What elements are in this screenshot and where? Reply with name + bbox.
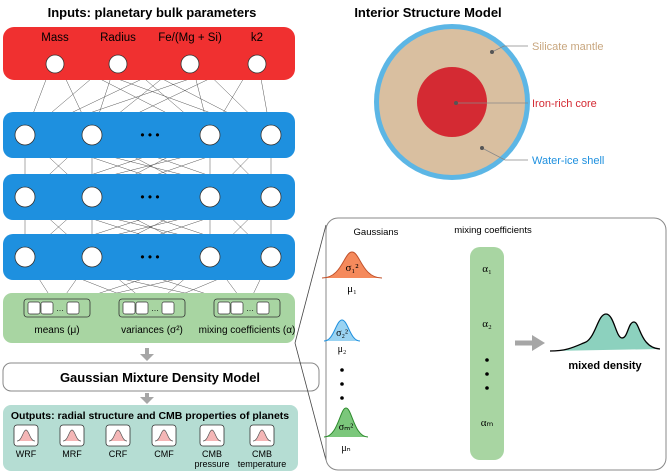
output-label: CMF: [154, 449, 174, 459]
svg-text:…: …: [246, 304, 254, 313]
mixing-coefficients-label: mixing coefficients: [454, 225, 532, 236]
hidden-node: [14, 124, 36, 146]
output-label: temperature: [238, 459, 287, 469]
param-group-label: variances (σ²): [121, 325, 183, 336]
param-group-box: [213, 298, 281, 318]
input-node: [45, 54, 65, 74]
down-arrow-2: [140, 397, 154, 404]
hidden-node: [14, 186, 36, 208]
label-silicate-mantle: Silicate mantle: [532, 41, 604, 53]
gaussian-1-sigma: σ₁²: [345, 262, 359, 274]
hidden-node: [260, 186, 282, 208]
gaussian-2-sigma: σ₂²: [336, 328, 348, 339]
svg-text:…: …: [56, 304, 64, 313]
output-label: CRF: [109, 449, 128, 459]
output-label: pressure: [194, 459, 229, 469]
hidden-layer-1: [3, 112, 295, 158]
hidden-node: [81, 186, 103, 208]
outputs-title: Outputs: radial structure and CMB proper…: [11, 410, 289, 422]
alpha-m: αₘ: [481, 417, 494, 429]
alpha-2: α₂: [482, 318, 492, 330]
hidden-node: [14, 246, 36, 268]
outputs-bar: [3, 405, 298, 471]
input-param-label: Fe/(Mg + Si): [158, 32, 222, 44]
param-group-label: means (μ): [34, 325, 79, 336]
label-iron-rich-core: Iron-rich core: [532, 98, 597, 110]
gaussian-2-mu: μ₂: [338, 344, 347, 355]
output-label: CMB: [252, 449, 272, 459]
gaussians-label: Gaussians: [354, 227, 399, 238]
hidden-node: [199, 246, 221, 268]
hidden-node: [81, 246, 103, 268]
input-param-label: Radius: [100, 32, 136, 44]
gaussian-m-sigma: σₘ²: [339, 422, 354, 433]
mixed-density-curve: [549, 313, 661, 352]
gaussian-m: [323, 407, 369, 438]
hidden-ellipsis: • • •: [140, 128, 159, 142]
output-label: CMB: [202, 449, 222, 459]
hidden-ellipsis: • • •: [140, 190, 159, 204]
dot: [340, 368, 344, 372]
mixed-density-label: mixed density: [568, 360, 642, 372]
hidden-node: [260, 124, 282, 146]
svg-text:…: …: [151, 304, 159, 313]
output-label: MRF: [62, 449, 82, 459]
param-group-box: [23, 298, 91, 318]
gaussian-m-mu: μₙ: [341, 443, 350, 454]
param-group-box: [118, 298, 186, 318]
hidden-node: [199, 124, 221, 146]
param-group-label: mixing coefficients (α): [199, 325, 296, 336]
label-water-ice-shell: Water-ice shell: [532, 155, 604, 167]
hidden-ellipsis: • • •: [140, 250, 159, 264]
input-node: [180, 54, 200, 74]
iron-rich-core: [417, 67, 487, 137]
structure-title: Interior Structure Model: [354, 5, 501, 20]
input-param-label: Mass: [41, 32, 69, 44]
input-bar: [3, 27, 295, 80]
hidden-layer-2: [3, 174, 295, 220]
hidden-node: [81, 124, 103, 146]
down-arrow-1: [140, 354, 154, 361]
gaussian-1-mu: μ₁: [347, 283, 357, 295]
inputs-title: Inputs: planetary bulk parameters: [48, 5, 257, 20]
dot: [340, 396, 344, 400]
gmm-title: Gaussian Mixture Density Model: [60, 370, 260, 385]
right-arrow: [532, 335, 545, 351]
hidden-node: [260, 246, 282, 268]
gaussian-1: [321, 251, 383, 279]
input-node: [247, 54, 267, 74]
alpha-1: α₁: [482, 263, 492, 275]
gmm-box: [2, 362, 320, 392]
hidden-layer-3: [3, 234, 295, 280]
input-node: [108, 54, 128, 74]
hidden-node: [199, 186, 221, 208]
alpha-column: [470, 247, 504, 460]
output-label: WRF: [16, 449, 37, 459]
gaussian-2: [323, 319, 361, 342]
dot: [340, 382, 344, 386]
input-param-label: k2: [251, 32, 263, 44]
